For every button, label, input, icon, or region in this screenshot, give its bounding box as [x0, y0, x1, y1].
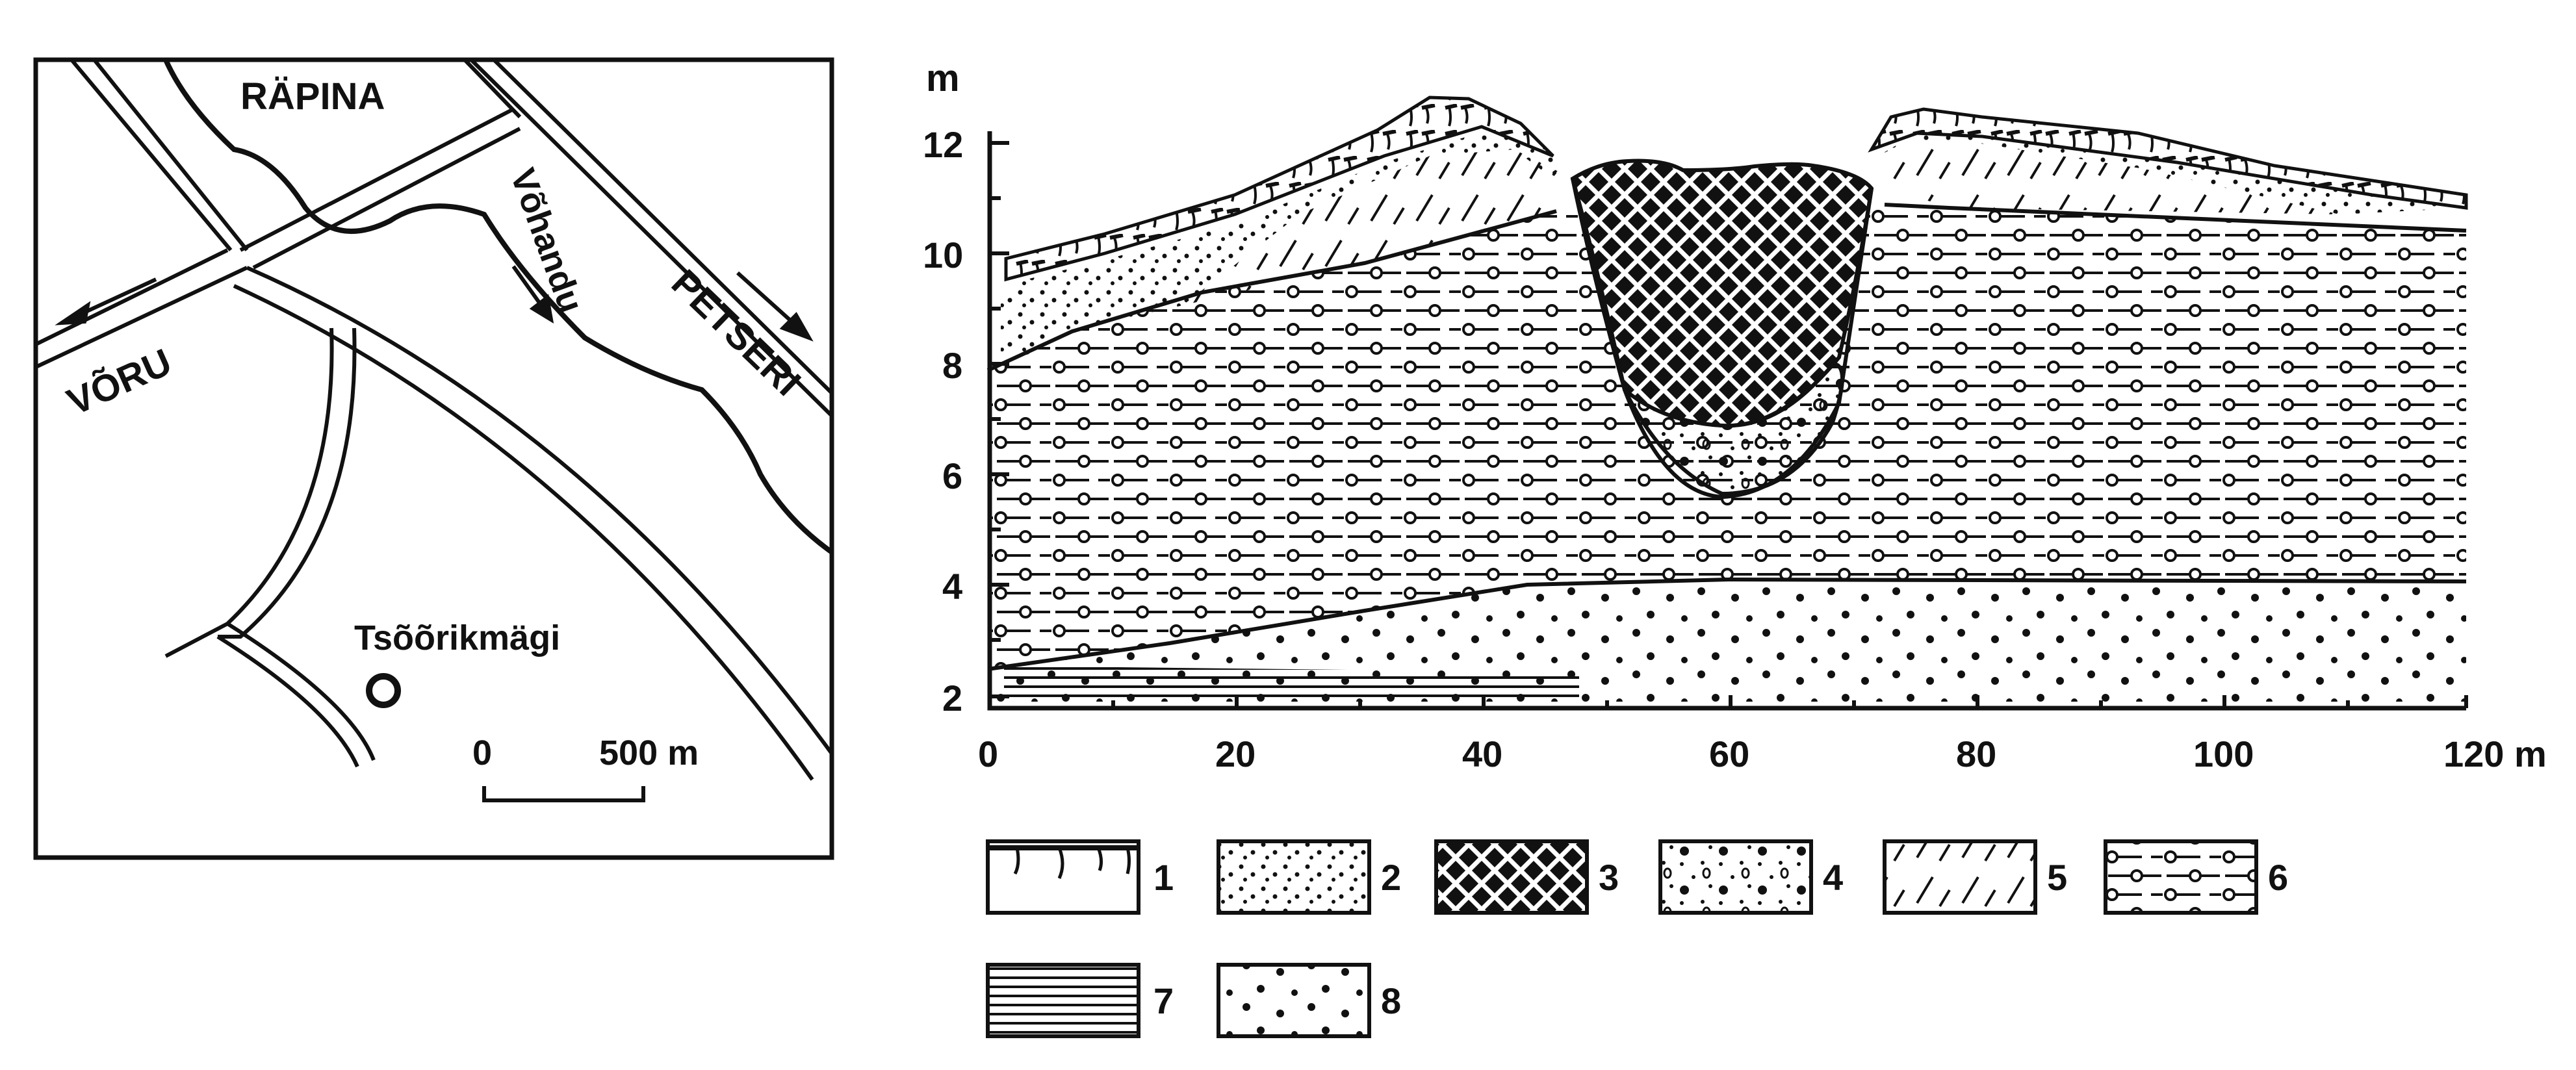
legend-item-5: 5: [1883, 839, 2067, 915]
road-network: [34, 58, 834, 781]
legend-item-4: 4: [1658, 839, 1843, 915]
direction-arrows: [55, 265, 814, 342]
y-tick-label: 12: [923, 124, 963, 165]
x-tick-label: 0: [978, 733, 998, 774]
layer-1b: [1868, 107, 2468, 210]
layer-1: [1004, 96, 1554, 282]
layer-2: [1001, 130, 1566, 364]
scale-bar-end: 500 m: [599, 733, 699, 772]
layer-boundaries: [986, 178, 2467, 671]
legend-item-3: 3: [1434, 839, 1619, 915]
y-tick-label: 2: [942, 678, 962, 719]
map-label-voru: VÕRU: [61, 340, 178, 424]
legend-item-1: 1: [986, 839, 1174, 915]
site-marker-icon: [366, 673, 401, 708]
legend-label: 7: [1153, 980, 1174, 1021]
scale-bar: 0 500 m: [472, 733, 699, 802]
legend-item-2: 2: [1217, 839, 1401, 915]
x-axis-ticks: [988, 695, 2468, 708]
map-label-site: Tsõõrikmägi: [354, 618, 560, 657]
y-tick-label: 10: [923, 235, 963, 275]
legend-label: 4: [1823, 857, 1843, 898]
map-label-rapina: RÄPINA: [240, 75, 385, 118]
legend-label: 6: [2268, 857, 2288, 898]
legend-label: 3: [1599, 857, 1619, 898]
x-tick-label: 100: [2193, 733, 2254, 774]
y-tick-label: 6: [942, 455, 962, 496]
x-tick-label: 40: [1462, 733, 1502, 774]
layer-2b: [1878, 133, 2466, 214]
x-tick-label: 60: [1709, 733, 1749, 774]
y-tick-label: 4: [942, 566, 962, 607]
x-tick-label: 120 m: [2443, 733, 2547, 774]
legend-item-8: 8: [1217, 963, 1401, 1038]
legend-item-6: 6: [2104, 839, 2288, 915]
legend-label: 8: [1381, 980, 1401, 1021]
x-tick-label: 20: [1215, 733, 1256, 774]
legend-label: 1: [1153, 857, 1174, 898]
map-label-river: Võhandu: [503, 164, 591, 318]
y-tick-label: 8: [942, 345, 962, 386]
x-tick-label: 80: [1956, 733, 1996, 774]
river-vohandu: [163, 58, 834, 555]
layer-5b: [1872, 140, 2339, 214]
legend-label: 5: [2047, 857, 2067, 898]
legend-item-7: 7: [986, 963, 1174, 1038]
legend: 1 2 3 4 5 6 7 8: [986, 839, 2288, 1038]
layer-7: [1004, 666, 1579, 702]
location-map: RÄPINA Tsõõrikmägi VÕRU Võhandu PETSERI …: [33, 57, 834, 860]
legend-label: 2: [1381, 857, 1401, 898]
layer-5: [1183, 149, 1573, 305]
scale-bar-start: 0: [472, 733, 492, 772]
cross-section: m 2 4 6 8 10 12 0 20 40 60 80 100 120 m: [923, 57, 2547, 774]
y-axis-unit: m: [926, 57, 960, 99]
map-frame: [33, 57, 834, 860]
y-axis-ticks: [990, 141, 1009, 698]
